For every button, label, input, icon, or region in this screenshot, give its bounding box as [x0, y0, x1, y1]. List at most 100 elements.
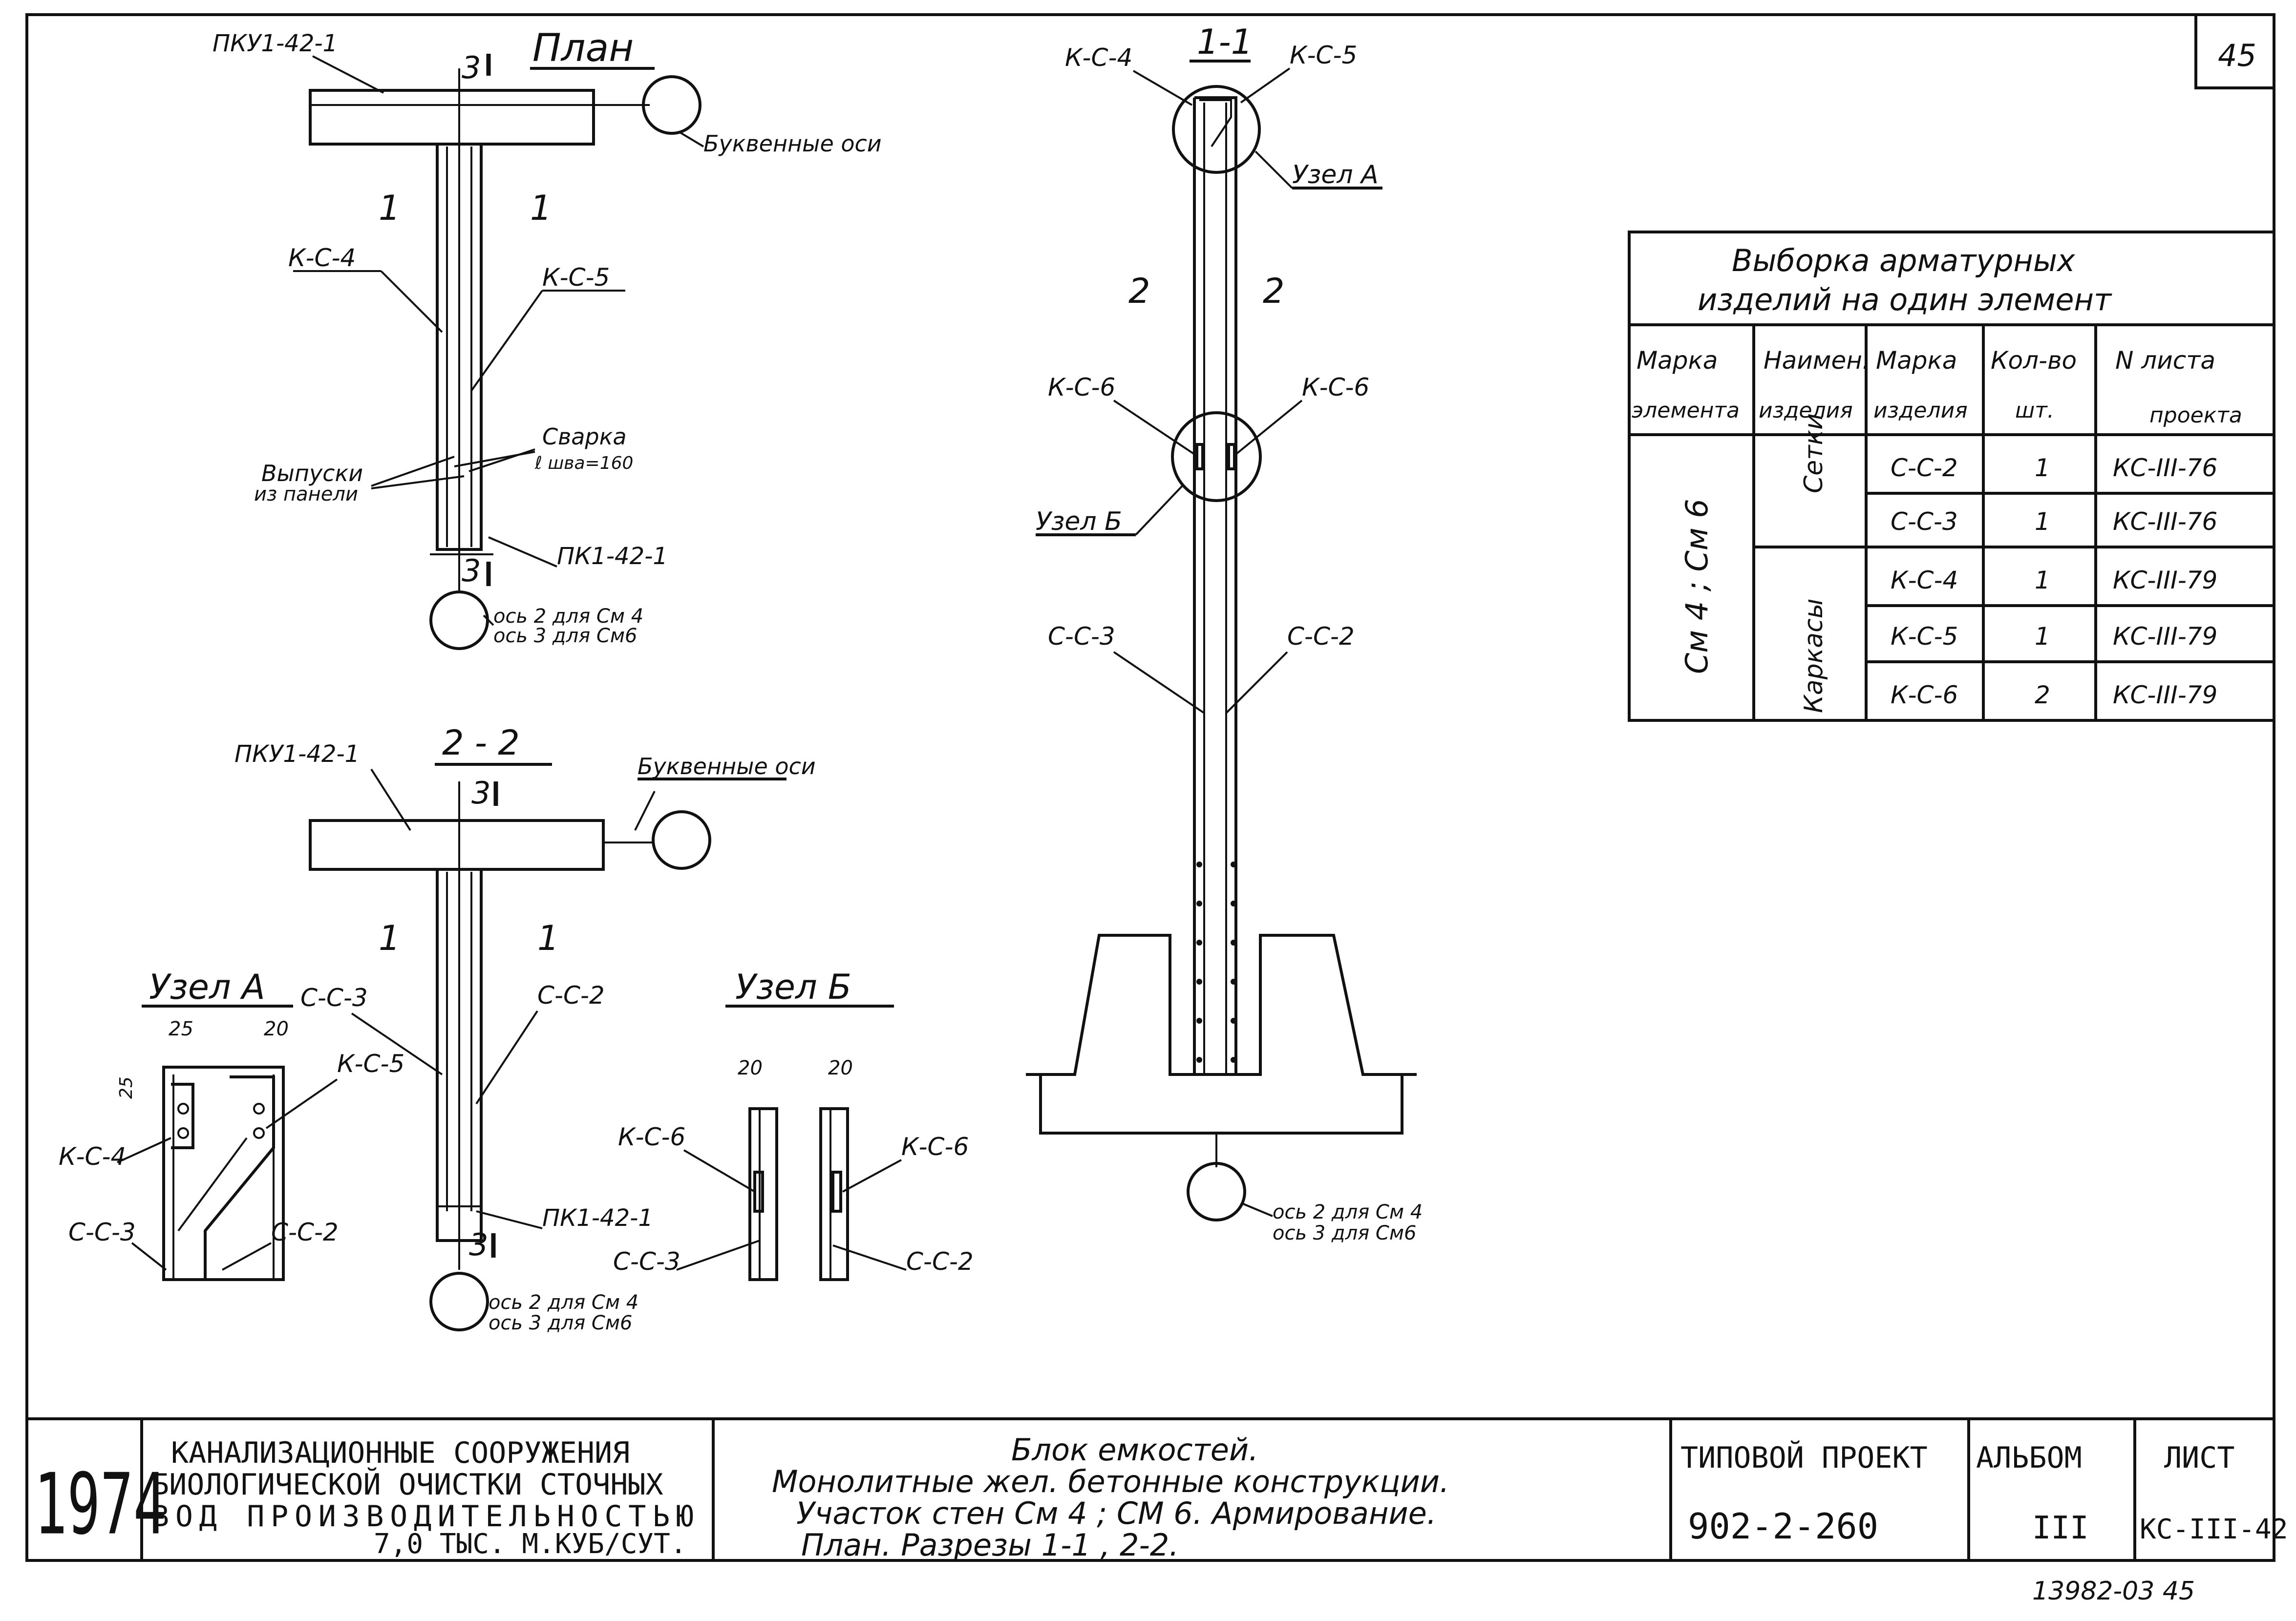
dim-20c: 20 — [828, 1057, 853, 1079]
row-3-qty: 1 — [2035, 622, 2050, 651]
desc-line-4: План. Разрезы 1-1 , 2-2. — [801, 1527, 1179, 1563]
cut-mark-3-sec22-bottom: 3 — [469, 1227, 488, 1263]
ks5-label-nodea: К-С-5 — [337, 1050, 404, 1078]
axis-note-plan-2: ось 3 для См6 — [493, 625, 637, 647]
element-mark: См 4 ; См 6 — [1679, 499, 1715, 674]
welding-label: Сварка — [542, 423, 627, 450]
node-a-wall — [162, 1066, 285, 1281]
anchor-dots — [1196, 862, 1236, 1063]
desc-line-1: Блок емкостей. — [1011, 1432, 1258, 1468]
node-b-wall-right — [819, 1107, 849, 1281]
section-2-2: 2 - 2 3 ПКУ1-42-1 Буквенные оси 1 1 С-С-… — [234, 723, 816, 1334]
plan-wall — [436, 143, 483, 551]
axis-bubble-letter-2 — [652, 810, 711, 870]
row-2-sheet: КС-III-79 — [2113, 566, 2217, 594]
ks6-label-nodeb-r: К-С-6 — [901, 1133, 969, 1161]
desc-line-2: Монолитные жел. бетонные конструкции. — [772, 1464, 1449, 1499]
cut-mark-3-top: 3 — [462, 50, 481, 85]
sec1-right: 1 — [530, 188, 552, 228]
axis-bubble-sec22 — [429, 1272, 489, 1331]
row-2-qty: 1 — [2035, 566, 2050, 594]
node-b-detail: Узел Б 20 20 К-С-6 К-С-6 С-С-3 С-С-2 — [613, 967, 974, 1281]
ks4-label-sec11: К-С-4 — [1065, 43, 1132, 72]
hdr-4-b: проекта — [2149, 403, 2242, 428]
axis-bubble-sec11 — [1187, 1162, 1246, 1221]
sec1-left: 1 — [379, 188, 401, 228]
footing — [1039, 934, 1403, 1135]
dim-25-vert: 25 — [116, 1076, 136, 1099]
year: 1974 — [34, 1456, 167, 1554]
cc2-label-nodeb: С-С-2 — [906, 1247, 974, 1276]
project-number: 902-2-260 — [1688, 1506, 1878, 1547]
hdr-4-a: N листа — [2115, 346, 2215, 375]
row-2-mark: К-С-4 — [1891, 566, 1958, 594]
row-3-sheet: КС-III-79 — [2113, 622, 2217, 651]
node-b-title: Узел Б — [735, 967, 851, 1007]
rebar-table: Выборка арматурных изделий на один элеме… — [1628, 231, 2275, 722]
project-label: ТИПОВОЙ ПРОЕКТ — [1680, 1440, 1928, 1475]
sheet-code: КС-III-42 — [2140, 1514, 2288, 1545]
cc3-label-sec11: С-С-3 — [1048, 622, 1115, 651]
pku-label-sec22: ПКУ1-42-1 — [234, 740, 360, 768]
ks4-label-nodea: К-С-4 — [59, 1142, 126, 1171]
section-1-1: 1-1 К-С-4 К-С-5 Узел А 2 2 К-С-6 К-С-6 У… — [1026, 22, 1423, 1244]
cut-mark-3-sec22: 3 — [471, 775, 490, 811]
desc-line-3: Участок стен См 4 ; СМ 6. Армирование. — [796, 1495, 1437, 1531]
plan-slab — [309, 89, 595, 146]
table-title-1: Выборка арматурных — [1732, 243, 2076, 278]
ks4-label-plan: К-С-4 — [288, 244, 356, 272]
album-label: АЛЬБОМ — [1976, 1441, 2082, 1475]
dim-20a: 20 — [264, 1018, 289, 1040]
hdr-1-b: изделия — [1759, 398, 1853, 423]
cc3-label-nodea: С-С-3 — [68, 1218, 136, 1246]
row-0-mark: С-С-2 — [1891, 454, 1958, 482]
pk-label-sec22: ПК1-42-1 — [542, 1204, 653, 1232]
org-line-2: БИОЛОГИЧЕСКОЙ ОЧИСТКИ СТОЧНЫХ — [151, 1467, 663, 1502]
axis-note-sec11-2: ось 3 для См6 — [1273, 1222, 1416, 1244]
node-a-circle — [1172, 85, 1261, 174]
row-1-sheet: КС-III-76 — [2113, 507, 2217, 536]
archive-number: 13982-03 45 — [2032, 1577, 2195, 1606]
sheet-frame — [25, 13, 2275, 1562]
title-block: 1974 КАНАЛИЗАЦИОННЫЕ СООРУЖЕНИЯ БИОЛОГИЧ… — [27, 1417, 2288, 1563]
sec22-title: 2 - 2 — [442, 723, 520, 763]
cc3-label-nodeb: С-С-3 — [613, 1247, 680, 1276]
row-1-mark: С-С-3 — [1891, 507, 1958, 536]
sheet-number-box — [2194, 13, 2275, 89]
cc2-label-sec22: С-С-2 — [537, 981, 605, 1010]
axis-bubble-plan — [429, 590, 489, 650]
pk-label-plan: ПК1-42-1 — [557, 543, 668, 570]
axis-note-plan-1: ось 2 для См 4 — [493, 605, 643, 628]
ks6-label-sec11-r: К-С-6 — [1302, 373, 1369, 401]
hdr-3-b: шт. — [2015, 398, 2054, 423]
axis-note-sec11-1: ось 2 для См 4 — [1273, 1201, 1423, 1223]
table-title-2: изделий на один элемент — [1698, 282, 2112, 317]
axis-note-sec22-2: ось 3 для См6 — [489, 1312, 632, 1334]
letter-axes-label-2: Буквенные оси — [638, 753, 816, 779]
hdr-0-b: элемента — [1632, 398, 1740, 423]
letter-axes-label: Буквенные оси — [703, 130, 882, 157]
sec22-slab — [309, 819, 605, 871]
ks5-label-sec11: К-С-5 — [1290, 41, 1357, 69]
plan-title: План — [532, 26, 634, 70]
hdr-2-b: изделия — [1873, 398, 1968, 423]
dim-25: 25 — [169, 1018, 193, 1040]
plan-view: План 3 ПКУ1-42-1 Буквенные оси 1 1 К-С-4… — [213, 26, 882, 650]
row-0-qty: 1 — [2035, 454, 2050, 482]
sec11-2-left: 2 — [1128, 271, 1150, 311]
node-a-ref: Узел А — [1292, 160, 1379, 189]
row-0-sheet: КС-III-76 — [2113, 454, 2217, 482]
hdr-0-a: Марка — [1637, 346, 1718, 375]
cc2-label-sec11: С-С-2 — [1287, 622, 1355, 651]
group-setki: Сетки — [1799, 413, 1828, 493]
outlets-label-2: из панели — [254, 483, 358, 505]
sheet-label: ЛИСТ — [2164, 1441, 2235, 1475]
outlets-label-1: Выпуски — [261, 460, 363, 486]
node-b-circle — [1171, 411, 1262, 502]
cc2-label-nodea: С-С-2 — [271, 1218, 339, 1246]
org-line-1: КАНАЛИЗАЦИОННЫЕ СООРУЖЕНИЯ — [171, 1436, 630, 1470]
sec22-1-left: 1 — [379, 918, 401, 958]
sec11-title: 1-1 — [1197, 22, 1253, 62]
weld-length: ℓ шва=160 — [534, 453, 633, 473]
